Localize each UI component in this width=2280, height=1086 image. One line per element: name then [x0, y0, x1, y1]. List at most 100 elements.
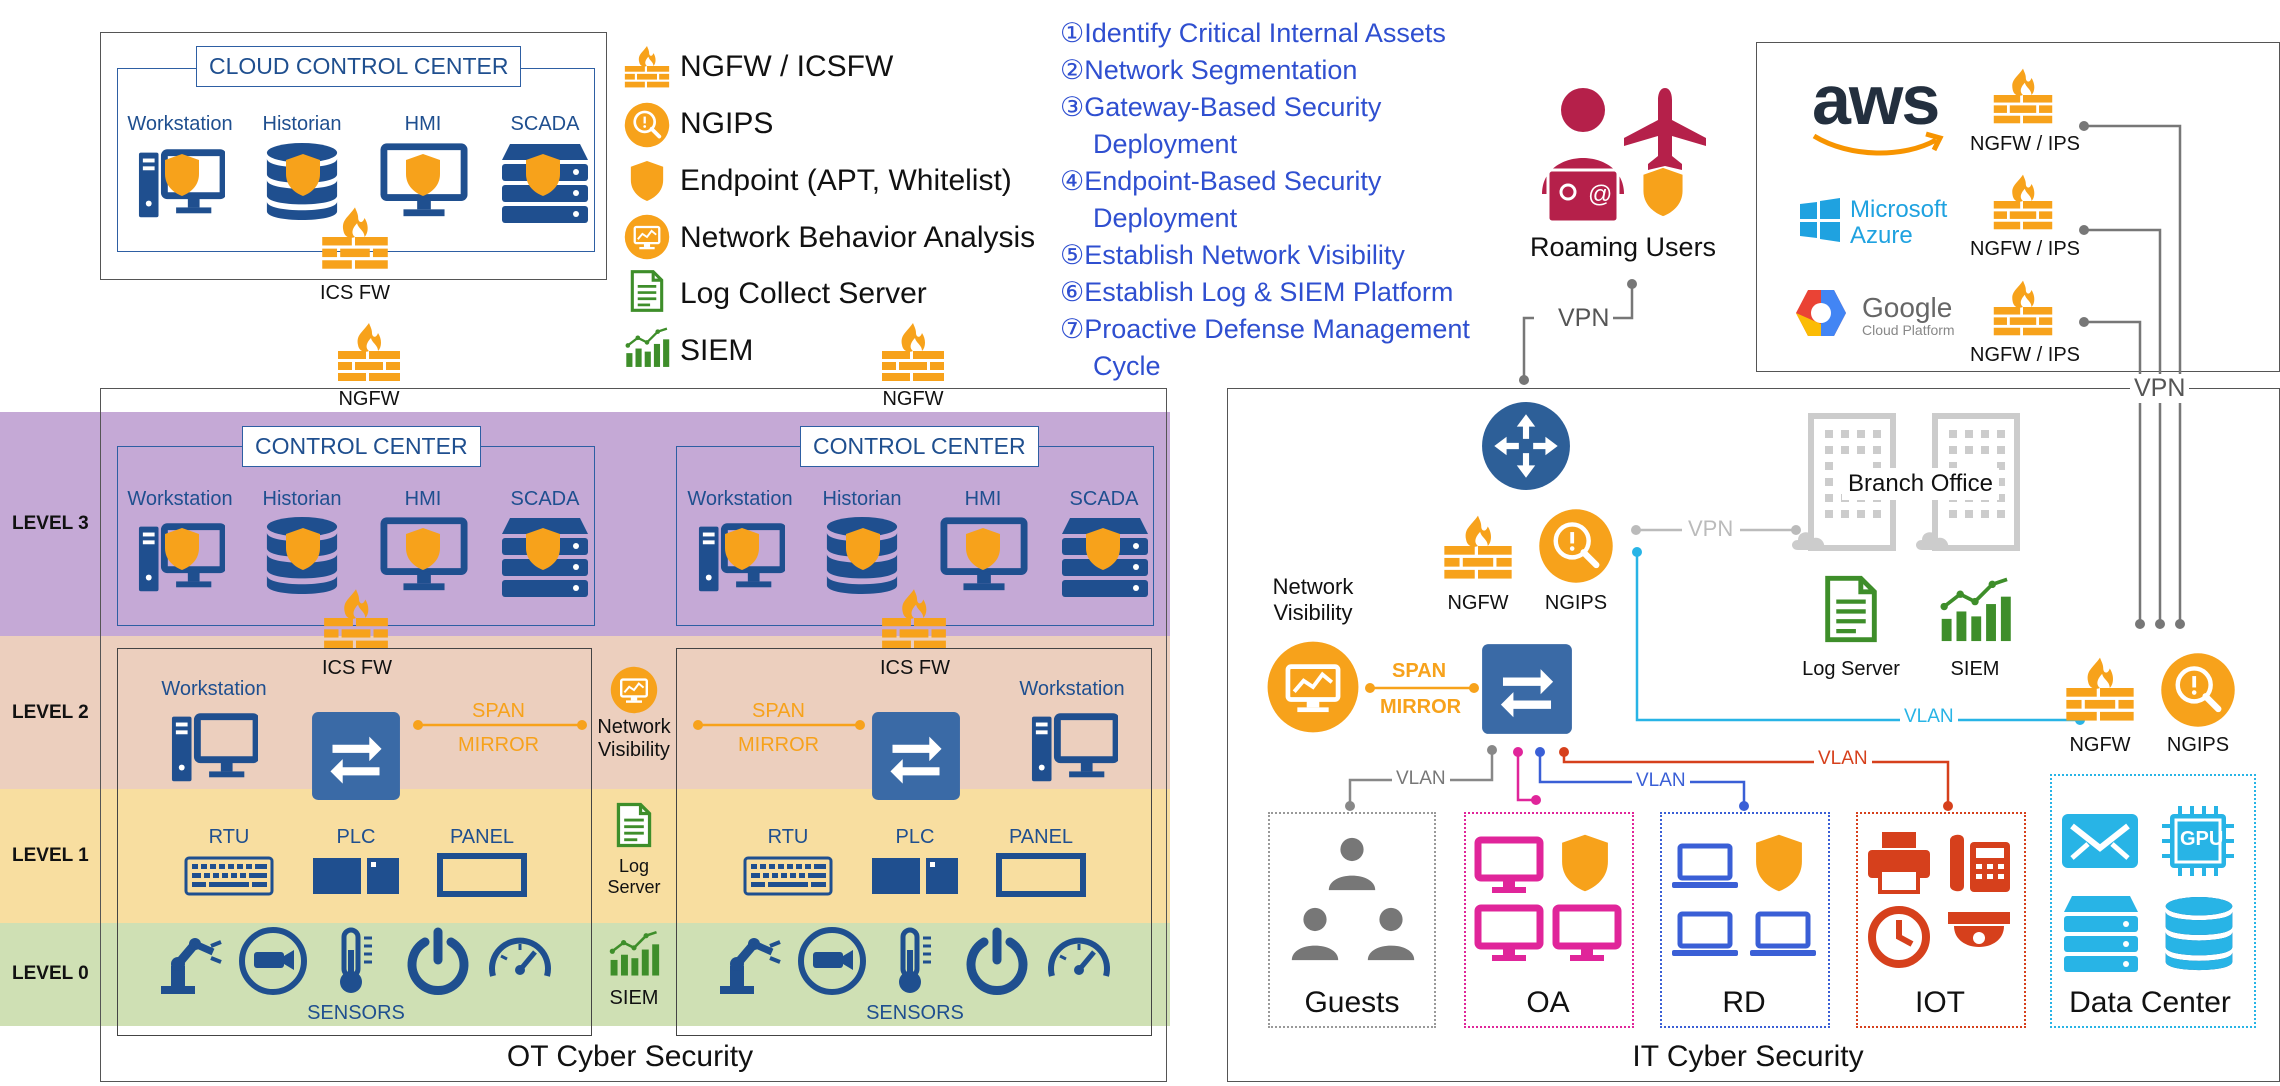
- legend-endpoint-label: Endpoint (APT, Whitelist): [680, 164, 1012, 197]
- person-icon: [1362, 904, 1420, 962]
- person-icon: [1286, 904, 1344, 962]
- dc-ngips-label: NGIPS: [2166, 734, 2230, 756]
- l3-historian-label-left: Historian: [262, 488, 342, 510]
- ot-mirror-label-left: MIRROR: [458, 734, 540, 756]
- level-0-label: LEVEL 0: [12, 963, 89, 984]
- it-siem-label: SIEM: [1950, 658, 2000, 680]
- mail-icon: [2062, 814, 2138, 868]
- desktop-icon: [1552, 904, 1622, 964]
- guests-zone: [1268, 812, 1436, 1028]
- it-ngips-label: NGIPS: [1544, 592, 1608, 614]
- legend-ngfw-label: NGFW / ICSFW: [680, 50, 894, 83]
- google-cloud-logo-line1: Google: [1862, 292, 1953, 323]
- legend-siem-label: SIEM: [680, 334, 754, 367]
- branch-office-label: Branch Office: [1842, 468, 1999, 500]
- vlan-guests-label: VLAN: [1392, 768, 1450, 790]
- cloud-fw-label-1: NGFW / IPS: [1970, 133, 2080, 155]
- cloud-ics-fw-label: ICS FW: [320, 282, 390, 304]
- router-icon: [1480, 400, 1572, 492]
- shield-icon: [1558, 832, 1612, 894]
- l3-workstation-label-left: Workstation: [127, 488, 233, 510]
- step-2: ②Network Segmentation: [1060, 55, 1358, 85]
- it-log-server-label: Log Server: [1802, 658, 1900, 680]
- cloud-fw-label-3: NGFW / IPS: [1970, 344, 2080, 366]
- step-4: ④Endpoint-Based Security: [1060, 166, 1382, 196]
- legend-nba-label: Network Behavior Analysis: [680, 221, 1036, 254]
- l3-hmi-label-left: HMI: [404, 488, 442, 510]
- ot-mirror-label-right: MIRROR: [738, 734, 820, 756]
- document-icon: [1824, 572, 1878, 646]
- ot-ngfw-label-right: NGFW: [882, 388, 944, 410]
- l2-workstation-label-left: Workstation: [161, 678, 267, 700]
- cloud-hmi-label: HMI: [404, 113, 442, 135]
- person-icon: [1323, 834, 1381, 892]
- aws-smile-icon: [1812, 131, 1944, 156]
- desktop-icon: [1474, 904, 1544, 964]
- roaming-vpn-label: VPN: [1554, 304, 1614, 333]
- ot-siem-label: SIEM: [609, 987, 659, 1009]
- ngips-icon: [1538, 508, 1614, 584]
- security-camera-icon: [1948, 912, 2010, 947]
- l1-rtu-label-left: RTU: [208, 826, 250, 848]
- ot-section-title: OT Cyber Security: [506, 1040, 754, 1073]
- iot-label: IOT: [1915, 986, 1965, 1019]
- cloud-control-center-box: [100, 32, 607, 280]
- database-cyan-overlay: [2165, 897, 2233, 971]
- guests-label: Guests: [1304, 986, 1400, 1019]
- windows-logo-icon: [1800, 198, 1840, 242]
- desktop-icon: [1474, 836, 1544, 896]
- l3-scada-label-right: SCADA: [1069, 488, 1139, 510]
- server-stack-icon: [2064, 896, 2138, 972]
- ot-field-box-left: [117, 648, 592, 1036]
- cloud-vpn-label: VPN: [2130, 374, 2190, 403]
- ot-network-visibility-label: Network Visibility: [597, 716, 671, 761]
- laptop-icon: [1748, 910, 1818, 960]
- ot-ngfw-label-left: NGFW: [338, 388, 400, 410]
- ot-span-label-left: SPAN: [472, 700, 525, 722]
- vlan-rd-label: VLAN: [1632, 770, 1690, 792]
- oa-zone: [1464, 812, 1634, 1028]
- clock-icon: [1868, 906, 1930, 968]
- ot-span-connectors: [413, 720, 865, 730]
- cloud-workstation-label: Workstation: [127, 113, 233, 135]
- svg-text:@: @: [1588, 181, 1612, 208]
- aws-logo: aws: [1812, 61, 1940, 139]
- network-analysis-icon: [1266, 640, 1360, 734]
- cloud-icon: [1916, 532, 1949, 550]
- roaming-users-label: Roaming Users: [1530, 232, 1717, 262]
- it-span-label: SPAN: [1392, 660, 1447, 682]
- gpu-icon: [2162, 806, 2234, 876]
- roaming-user-icon: @: [1542, 88, 1624, 224]
- dc-ngfw-label: NGFW: [2069, 734, 2131, 756]
- azure-logo-line2: Azure: [1850, 222, 1913, 249]
- google-cloud-logo-line2: Cloud Platform: [1862, 322, 1955, 338]
- azure-logo-line1: Microsoft: [1850, 196, 1948, 223]
- step-3-cont: Deployment: [1093, 129, 1238, 159]
- shield-icon: [1752, 832, 1806, 894]
- level-1-band: [0, 789, 1170, 923]
- step-4-cont: Deployment: [1093, 203, 1238, 233]
- vlan-dc-label: VLAN: [1900, 706, 1958, 728]
- legend-log-label: Log Collect Server: [680, 277, 927, 310]
- it-section-title: IT Cyber Security: [1632, 1040, 1864, 1073]
- control-center-title-left: CONTROL CENTER: [242, 426, 481, 467]
- level-1-label: LEVEL 1: [12, 845, 89, 866]
- data-center-label: Data Center: [2069, 986, 2231, 1019]
- l1-plc-label-left: PLC: [336, 826, 376, 848]
- firewall-icon: [1440, 508, 1516, 584]
- airplane-icon: [1624, 88, 1706, 170]
- l3-historian-label-right: Historian: [822, 488, 902, 510]
- rd-zone: [1660, 812, 1830, 1028]
- ot-field-box-right: [676, 648, 1152, 1036]
- vlan-iot-label: VLAN: [1814, 748, 1872, 770]
- l3-hmi-label-right: HMI: [964, 488, 1002, 510]
- cloud-scada-label: SCADA: [510, 113, 580, 135]
- phone-icon: [1950, 834, 2010, 892]
- oa-label: OA: [1526, 986, 1570, 1019]
- ot-span-label-right: SPAN: [752, 700, 805, 722]
- cloud-historian-label: Historian: [262, 113, 342, 135]
- step-7-cont: Cycle: [1093, 351, 1161, 381]
- l3-workstation-label-right: Workstation: [687, 488, 793, 510]
- branch-vpn-label: VPN: [1688, 516, 1734, 541]
- step-5: ⑤Establish Network Visibility: [1060, 240, 1405, 270]
